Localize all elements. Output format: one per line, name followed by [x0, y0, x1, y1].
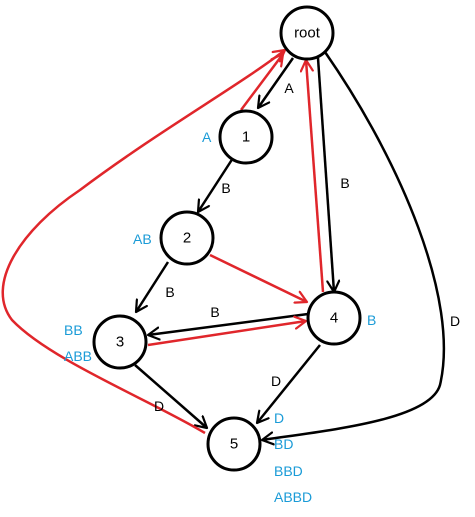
edge-label-2-to-3: B: [165, 284, 174, 300]
edge-label-1-to-2: B: [221, 180, 230, 196]
annotation-node-1: A: [202, 129, 212, 145]
annotation-node-5-line-3: BBD: [274, 463, 303, 479]
edge-root-to-4: [316, 57, 334, 292]
annotation-node-3-line-2: ABB: [64, 348, 92, 364]
node-4-label: 4: [330, 310, 338, 327]
edge-label-root-to-1: A: [284, 80, 294, 96]
edge-3-to-5: [134, 364, 207, 428]
node-root-label: root: [294, 25, 321, 42]
node-3-label: 3: [116, 334, 124, 351]
annotation-node-5-line-4: ABBD: [274, 489, 312, 505]
node-4: 4: [306, 290, 362, 346]
node-5-label: 5: [230, 436, 238, 453]
node-root: root: [279, 5, 335, 61]
edge-label-3-to-5: D: [154, 398, 164, 414]
node-2-label: 2: [183, 230, 191, 247]
failure-edge-3-to-4: [147, 321, 306, 347]
edge-label-root-to-5: D: [450, 313, 460, 329]
edge-label-root-to-4: B: [340, 175, 349, 191]
failure-edge-2-to-4: [209, 253, 307, 302]
edge-4-to-5: [257, 344, 321, 423]
failure-edge-1-to-root: [240, 54, 283, 111]
edge-1-to-2: [198, 157, 235, 212]
edge-root-to-5: [262, 51, 446, 440]
failure-edge-4-to-root: [306, 60, 325, 293]
annotation-node-4: B: [367, 312, 376, 328]
edge-root-to-1: [258, 57, 295, 108]
annotation-node-5-line-1: D: [274, 410, 284, 426]
annotation-node-2: AB: [133, 231, 152, 247]
failure-edge-5-to-root: [1, 50, 285, 435]
node-2: 2: [159, 210, 215, 266]
annotation-node-5-line-2: BD: [274, 436, 293, 452]
edge-label-4-to-3: B: [210, 304, 219, 320]
node-1-label: 1: [242, 129, 250, 146]
node-1: 1: [218, 109, 274, 165]
edge-label-4-to-5: D: [271, 373, 281, 389]
edge-2-to-3: [136, 261, 170, 312]
node-3: 3: [92, 314, 148, 370]
edge-4-to-3: [148, 312, 309, 335]
node-5: 5: [206, 416, 262, 472]
annotation-node-3-line-1: BB: [64, 322, 83, 338]
